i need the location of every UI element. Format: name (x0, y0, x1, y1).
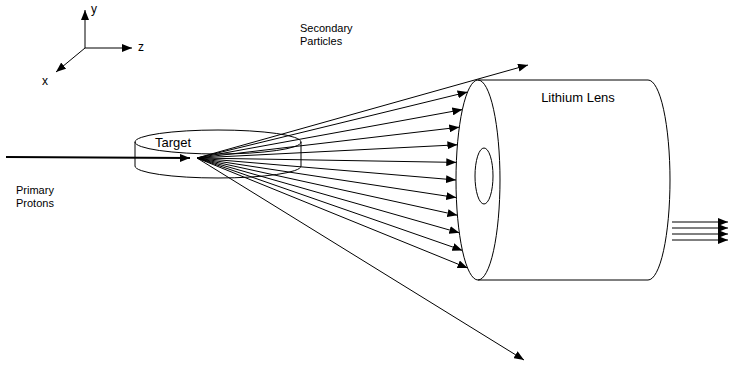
particle-track (197, 92, 468, 158)
axis-label: x (42, 75, 62, 88)
axis-label: z (138, 41, 158, 54)
stray-particles (197, 65, 528, 360)
particle-track (197, 158, 459, 233)
target-label: Target (147, 135, 199, 150)
particle-track (197, 145, 457, 158)
particle-track (197, 110, 462, 158)
particle-track (197, 158, 457, 215)
beam-label: Primary Protons (16, 184, 72, 210)
proton-beam (6, 157, 190, 158)
target-disc: Target (133, 128, 303, 184)
lens-label: Lithium Lens (538, 90, 618, 105)
axes (56, 10, 132, 72)
axis-label: y (91, 3, 111, 16)
focused-beam (672, 222, 728, 240)
lithium-lens-outline (452, 76, 684, 286)
particle-label: Secondary Particles (300, 22, 372, 48)
lithium-lens: Lithium Lens (452, 76, 684, 286)
particle-track (197, 158, 462, 250)
particle-track (197, 158, 468, 268)
